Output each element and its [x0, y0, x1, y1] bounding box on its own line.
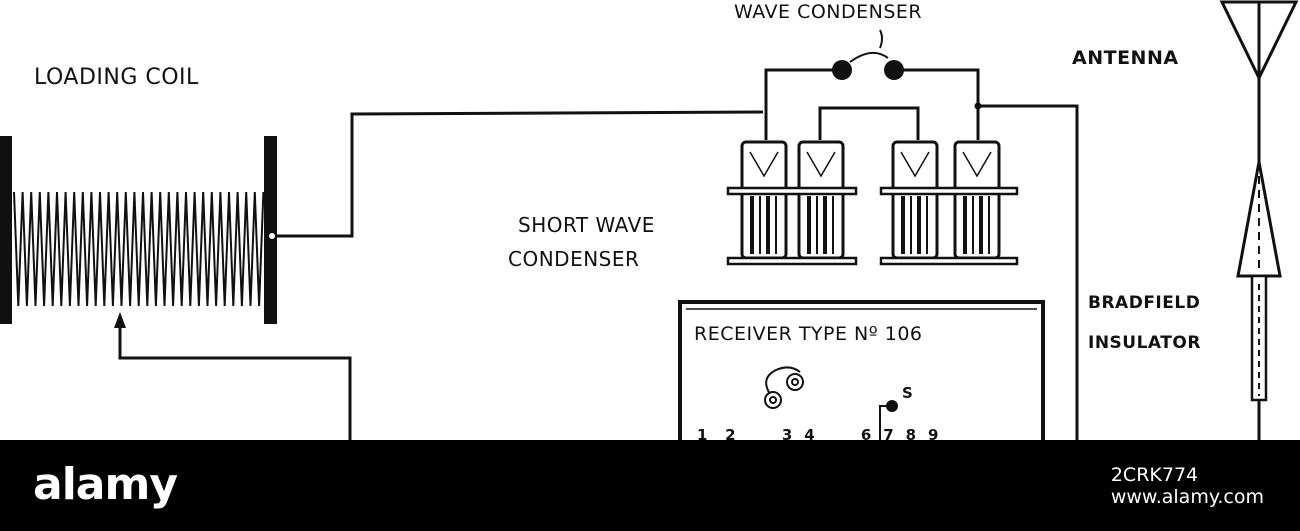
receiver-outline	[678, 300, 1045, 440]
jar-plate	[749, 151, 779, 178]
coil-right-end-plate	[264, 136, 277, 324]
jar-rack-shelf	[879, 256, 1019, 266]
terminal-numbers: 1 2 3 4 6 7 8 9	[697, 426, 939, 440]
jar-plate	[900, 151, 930, 178]
dial-icon	[764, 366, 804, 409]
switch-mark: S	[902, 384, 913, 402]
short-wave-label: SHORT WAVE	[518, 213, 655, 237]
bradfield-insulator-icon	[1236, 161, 1282, 402]
stock-footer-bar: alamy 2CRK774 www.alamy.com	[0, 440, 1300, 531]
short-wave-condenser-label: CONDENSER	[508, 247, 639, 271]
condenser-link-wire	[818, 106, 920, 140]
coil-tap-wire	[118, 318, 352, 440]
jar-plate	[806, 151, 836, 178]
switch-s-wire	[879, 405, 892, 440]
receiver-title: RECEIVER TYPE Nº 106	[694, 323, 923, 345]
switch-right-contact	[884, 60, 904, 80]
antenna-label: ANTENNA	[1072, 47, 1179, 69]
alamy-logo: alamy	[33, 459, 178, 510]
coil-winding	[13, 191, 265, 307]
switch-left-contact	[832, 60, 852, 80]
switch-blade	[849, 51, 889, 63]
site-url-text: www.alamy.com	[1110, 486, 1264, 508]
condenser-jar	[740, 140, 788, 260]
switch-right-wire	[895, 68, 980, 140]
bradfield-label: BRADFIELD	[1088, 293, 1200, 313]
receiver-box: RECEIVER TYPE Nº 106 S 1 2 3 4 6 7 8 9	[678, 300, 1045, 440]
coil-to-condenser-wire	[277, 110, 764, 238]
coil-terminal	[269, 233, 275, 239]
condenser-jar	[891, 140, 939, 260]
switch-hook	[879, 29, 883, 49]
jar-rack-shelf	[726, 256, 858, 266]
coil-tap-arrow	[114, 312, 126, 328]
insulator-label: INSULATOR	[1088, 333, 1201, 353]
loading-coil	[0, 136, 277, 324]
jar-rack-shelf	[726, 186, 858, 196]
short-wave-condenser	[726, 140, 1019, 266]
condenser-jar	[797, 140, 845, 260]
jar-plate	[962, 151, 992, 178]
wave-condenser-switch	[764, 29, 980, 140]
image-credit: 2CRK774 www.alamy.com	[1111, 464, 1264, 508]
loading-coil-label: LOADING COIL	[34, 65, 199, 90]
junction-dot	[974, 102, 982, 110]
condenser-jar	[953, 140, 1001, 260]
wave-condenser-label: WAVE CONDENSER	[734, 1, 922, 23]
wiring-diagram: WAVE CONDENSER LOADING COIL ANTENNA SHOR…	[0, 0, 1300, 440]
jar-rack-shelf	[879, 186, 1019, 196]
insulator-stem	[1250, 274, 1268, 402]
switch-left-wire	[764, 68, 840, 140]
antenna-feed-wire	[978, 104, 1079, 440]
image-id-text: 2CRK774	[1110, 464, 1199, 486]
coil-left-end-plate	[0, 136, 12, 324]
